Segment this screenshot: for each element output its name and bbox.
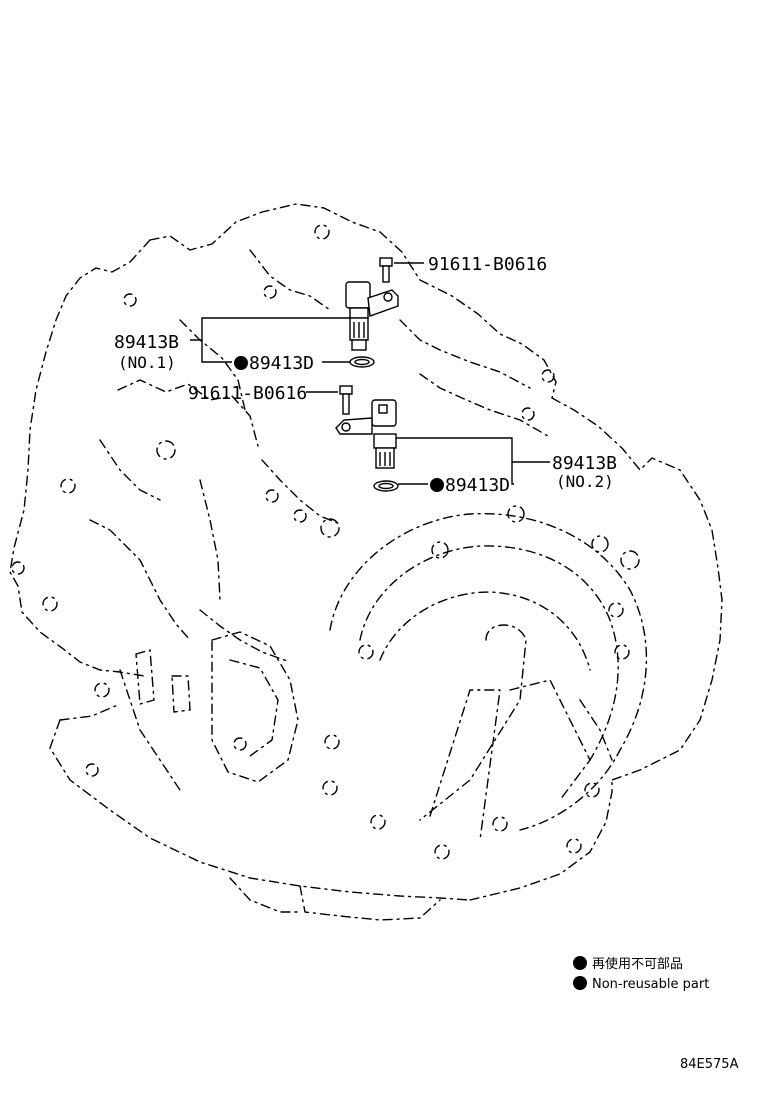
differential-outline bbox=[419, 624, 591, 841]
non-reusable-marker bbox=[430, 478, 444, 492]
valve-body-outline bbox=[135, 631, 299, 783]
callout-sensor-no2-name: (NO.2) bbox=[556, 472, 614, 491]
legend-marker bbox=[573, 956, 587, 970]
callout-sensor-no1-name: (NO.1) bbox=[118, 353, 176, 372]
bolt-lower bbox=[339, 385, 353, 415]
legend-english: Non-reusable part bbox=[592, 977, 709, 992]
callout-bolt-upper: 91611-B0616 bbox=[428, 254, 547, 275]
callout-bolt-lower: 91611-B0616 bbox=[188, 383, 307, 404]
bolt-upper bbox=[379, 257, 393, 283]
bell-housing-flange bbox=[322, 505, 648, 860]
o-ring-no2 bbox=[373, 480, 399, 492]
o-ring-no1 bbox=[349, 356, 375, 368]
callout-sensor-no2-part: 89413B bbox=[552, 453, 617, 474]
callout-oring-no1: 89413D bbox=[249, 353, 314, 374]
speed-sensor-no2 bbox=[335, 399, 397, 469]
legend-japanese: 再使用不可部品 bbox=[592, 956, 683, 972]
speed-sensor-no1 bbox=[345, 281, 399, 351]
non-reusable-marker bbox=[234, 356, 248, 370]
callout-sensor-no1-part: 89413B bbox=[114, 332, 179, 353]
housing-bosses bbox=[11, 224, 555, 777]
legend: 再使用不可部品 Non-reusable part bbox=[573, 956, 709, 992]
legend-marker bbox=[573, 976, 587, 990]
transaxle-housing bbox=[9, 203, 723, 921]
figure-code: 84E575A bbox=[680, 1057, 739, 1072]
callout-oring-no2: 89413D bbox=[445, 475, 510, 496]
leader-lines bbox=[190, 262, 550, 485]
